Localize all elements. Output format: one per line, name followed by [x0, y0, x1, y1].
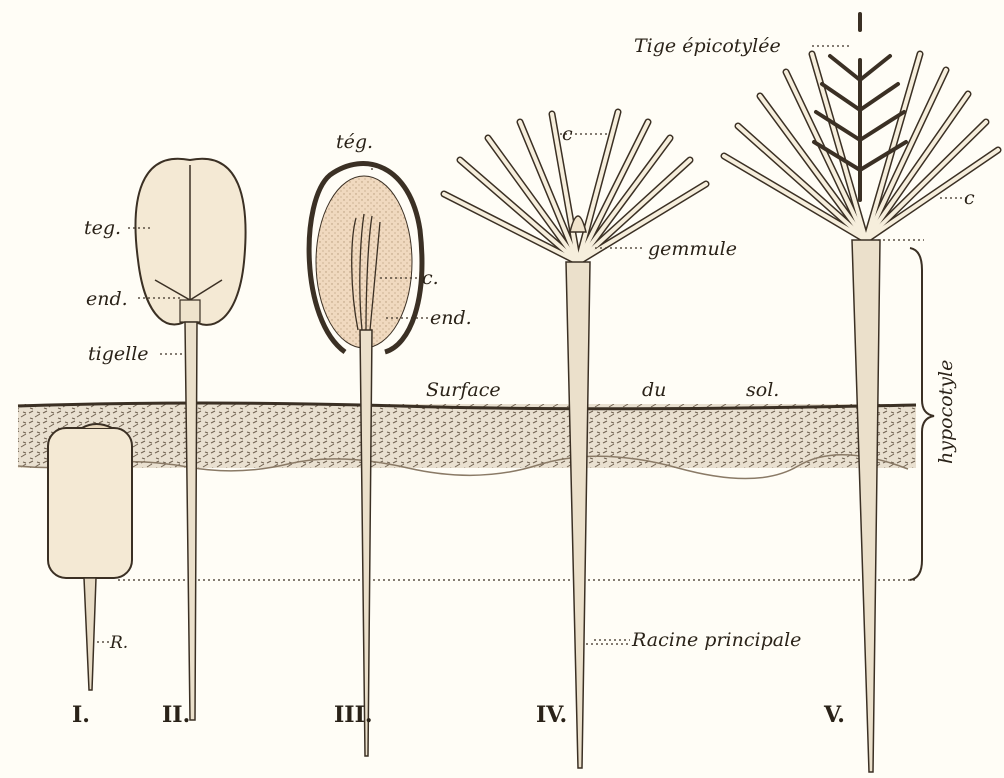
- label-c-v: c: [964, 187, 975, 209]
- stage-label-iii: III.: [334, 702, 373, 728]
- stage-label-iv: IV.: [536, 702, 567, 728]
- label-hypocotyle: hypocotyle: [935, 360, 957, 464]
- label-racine-principale: Racine principale: [631, 629, 801, 651]
- stage-i-seedling: R.: [48, 424, 132, 690]
- stage-iii-stem: [360, 330, 372, 756]
- stage-v-stem: [852, 240, 880, 772]
- stage-label-ii: II.: [162, 702, 190, 728]
- label-teg-iii: tég.: [336, 131, 373, 153]
- label-sol: sol.: [746, 379, 779, 401]
- stage-iv-stem: [566, 262, 590, 768]
- soil-layer: [18, 403, 916, 479]
- label-tige-epicotylee: Tige épicotylée: [634, 35, 781, 57]
- stage-ii-tigelle: [185, 322, 197, 720]
- stage-iii-endosperm: [316, 176, 412, 348]
- stage-i-radicle: [84, 578, 96, 690]
- stage-label-v: V.: [823, 702, 845, 728]
- label-end: end.: [86, 288, 128, 310]
- label-end-iii: end.: [430, 307, 472, 329]
- stage-i-seed: [48, 428, 132, 578]
- label-teg: teg.: [84, 217, 121, 239]
- label-c-iii: c.: [422, 267, 439, 289]
- label-R: R.: [109, 633, 128, 653]
- stage-label-i: I.: [72, 702, 90, 728]
- stage-v-seedling: Tige épicotylée c hypocotyle: [634, 14, 998, 772]
- label-tigelle: tigelle: [88, 343, 149, 365]
- label-surface: Surface: [426, 379, 501, 401]
- label-c-iv: c: [562, 123, 573, 145]
- label-du: du: [642, 379, 666, 401]
- label-gemmule: gemmule: [648, 238, 737, 260]
